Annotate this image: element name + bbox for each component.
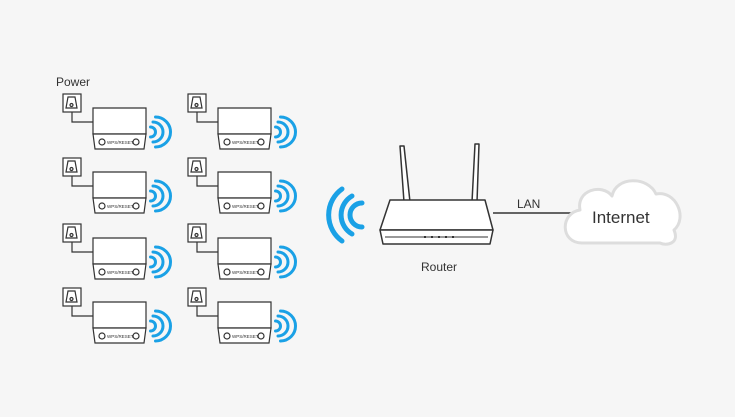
- device-panel-text: WPS/RESET: [107, 270, 134, 275]
- extender-device: WPS/RESET: [62, 223, 172, 280]
- wifi-waves-icon: [274, 179, 297, 213]
- extender-device: WPS/RESET: [187, 223, 297, 280]
- wifi-waves-icon: [149, 309, 172, 343]
- extender-device: WPS/RESET: [62, 157, 172, 214]
- device-panel-text: WPS/RESET: [107, 204, 134, 209]
- device-panel-text: WPS/RESET: [232, 204, 259, 209]
- power-plug-icon: [62, 93, 93, 123]
- power-plug-icon: [187, 93, 218, 123]
- device-panel-text: WPS/RESET: [232, 270, 259, 275]
- extender-device: WPS/RESET: [62, 93, 172, 150]
- router-label: Router: [421, 260, 457, 274]
- extender-body: [92, 171, 147, 214]
- power-plug-icon: [187, 287, 218, 317]
- cloud-icon: [563, 179, 682, 246]
- wifi-waves-icon: [149, 179, 172, 213]
- extender-body: [92, 301, 147, 344]
- power-plug-icon: [62, 223, 93, 253]
- extender-device: WPS/RESET: [187, 93, 297, 150]
- extender-device: WPS/RESET: [187, 287, 297, 344]
- device-panel-text: WPS/RESET: [107, 140, 134, 145]
- extender-body: [217, 171, 272, 214]
- extender-body: [217, 107, 272, 150]
- wifi-waves-icon: [274, 245, 297, 279]
- lan-label: LAN: [517, 197, 540, 211]
- wifi-waves-icon: [274, 309, 297, 343]
- extender-body: [92, 237, 147, 280]
- power-plug-icon: [62, 287, 93, 317]
- power-plug-icon: [62, 157, 93, 187]
- extender-device: WPS/RESET: [187, 157, 297, 214]
- devices-grid: WPS/RESET WPS/RESET WPS/RESET WPS/RESET WPS/…: [62, 93, 297, 344]
- device-panel-text: WPS/RESET: [232, 334, 259, 339]
- extender-device: WPS/RESET: [62, 287, 172, 344]
- extender-body: [217, 237, 272, 280]
- wifi-waves-icon: [149, 245, 172, 279]
- extender-body: [92, 107, 147, 150]
- router-icon: [379, 143, 494, 245]
- device-panel-text: WPS/RESET: [107, 334, 134, 339]
- power-plug-icon: [187, 157, 218, 187]
- wifi-waves-icon: [149, 115, 172, 149]
- router-wifi-icon: [326, 186, 365, 244]
- wifi-waves-icon: [274, 115, 297, 149]
- power-label: Power: [56, 75, 90, 89]
- extender-body: [217, 301, 272, 344]
- device-panel-text: WPS/RESET: [232, 140, 259, 145]
- power-plug-icon: [187, 223, 218, 253]
- internet-label: Internet: [592, 208, 650, 227]
